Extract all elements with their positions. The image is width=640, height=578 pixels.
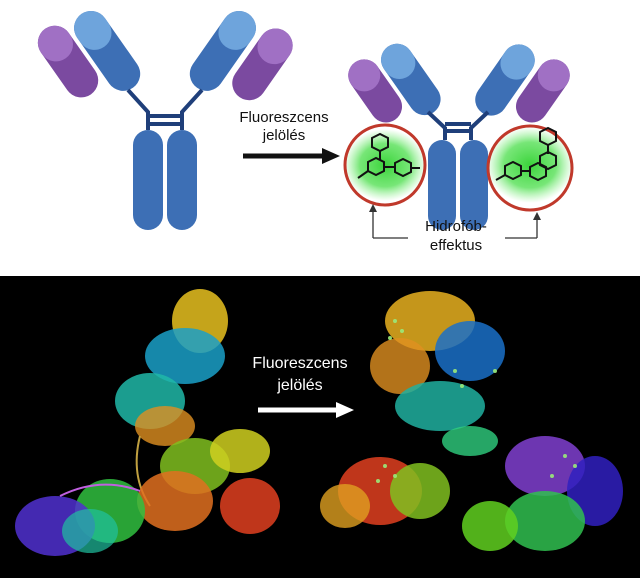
protein-structure-labeled — [320, 291, 623, 551]
arrow-label-top-line2: jelölés — [262, 127, 306, 144]
heavy-chain-fab-right — [189, 10, 256, 91]
fluorescent-region-left — [343, 123, 427, 207]
effect-label-line1: Hidrofób- — [425, 218, 487, 235]
fluorophore-molecule-left — [357, 132, 420, 179]
hinge-region — [126, 88, 204, 130]
fluorophore-molecule-right — [495, 126, 557, 182]
fc-left-labeled — [428, 140, 456, 230]
arrow-label-bottom-line1: Fluoreszcens — [252, 355, 347, 372]
fc-right-labeled — [460, 140, 488, 230]
ribbon-structure-diagram: Fluoreszcens jelölés — [15, 289, 623, 556]
arrow-label-bottom-line2: jelölés — [276, 377, 322, 394]
fc-right — [167, 130, 197, 230]
effect-bracket — [369, 204, 541, 239]
schematic-diagram: Fluoreszcens jelölés — [37, 10, 574, 254]
hinge-region-labeled — [426, 110, 490, 140]
antibody-labeled — [343, 43, 574, 230]
ribbon-structure-panel: Fluoreszcens jelölés — [0, 276, 640, 578]
heavy-chain-fab-right-labeled — [475, 44, 535, 116]
protein-structure-unlabeled — [15, 289, 280, 556]
antibody-unlabeled — [37, 10, 293, 230]
arrow-label-top-line1: Fluoreszcens — [239, 109, 328, 126]
light-chain-left-labeled — [348, 59, 403, 123]
light-chain-right — [232, 28, 293, 101]
effect-label-line2: effektus — [430, 237, 482, 254]
labeling-arrow-bottom — [258, 402, 354, 418]
schematic-panel: Fluoreszcens jelölés — [0, 0, 640, 276]
light-chain-left — [37, 25, 99, 98]
light-chain-right-labeled — [515, 59, 570, 123]
fc-left — [133, 130, 163, 230]
fluorescent-region-right — [486, 124, 574, 212]
labeling-arrow-top — [243, 148, 340, 164]
heavy-chain-fab-left — [74, 10, 141, 91]
heavy-chain-fab-left-labeled — [381, 43, 441, 116]
